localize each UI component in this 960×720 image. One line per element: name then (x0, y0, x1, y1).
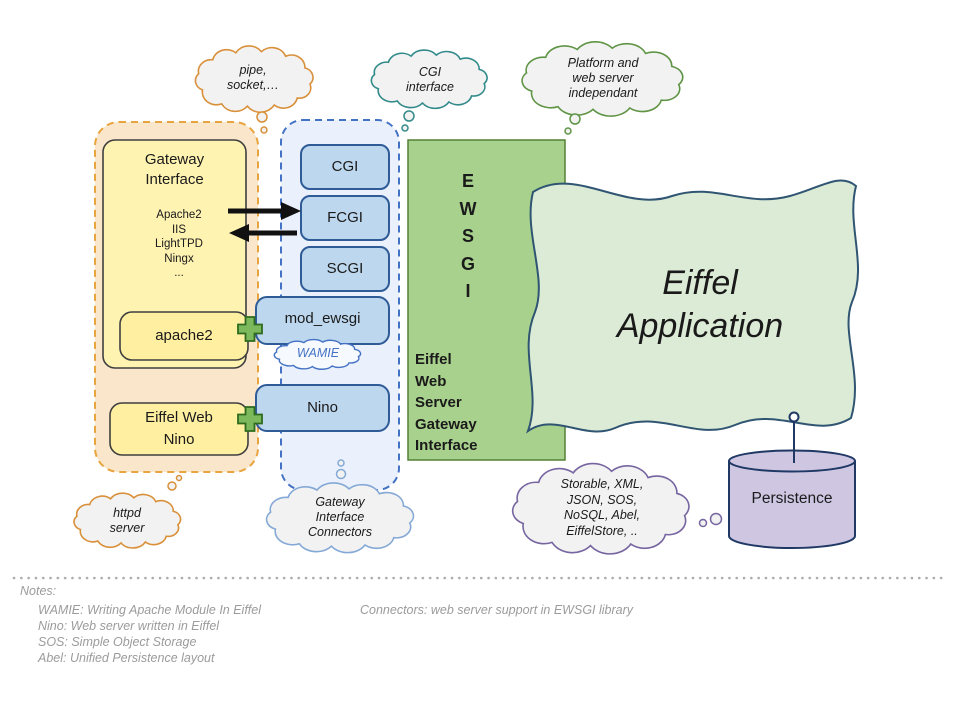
persistence-pin-icon (788, 411, 800, 463)
httpd-cloud-label: httpd server (109, 506, 145, 535)
nino-box (255, 384, 390, 432)
persistence-label: Persistence (751, 490, 833, 507)
fcgi-box-label: FCGI (327, 209, 363, 226)
eiffel-web-nino-label: Eiffel Web Nino (145, 409, 213, 448)
pipe-socket-bubble-trail (256, 111, 268, 134)
note-line-abel: Abel: Unified Persistence layout (38, 651, 215, 665)
response-arrow-left-icon (229, 224, 297, 242)
request-arrow-right-icon (228, 202, 301, 220)
cgi-interface-cloud-label: CGI interface (406, 65, 454, 94)
httpd-bubble-trail (167, 474, 183, 491)
gateway-server-list: Apache2 IIS LightTPD Ningx ... (155, 209, 203, 279)
note-line-wamie: WAMIE: Writing Apache Module In Eiffel (38, 603, 262, 617)
apache2-label: apache2 (155, 327, 213, 344)
note-line-nino: Nino: Web server written in Eiffel (38, 619, 220, 633)
cgi-box-label: CGI (331, 158, 359, 175)
wamie-cloud-label: WAMIE (296, 346, 340, 360)
cgi-bubble-trail (401, 110, 415, 132)
storable-cloud-label: Storable, XML, JSON, SOS, NoSQL, Abel, E… (560, 477, 644, 538)
gateway-interface-box (102, 139, 247, 369)
note-line-sos: SOS: Simple Object Storage (38, 635, 197, 649)
storable-bubble-trail (698, 512, 723, 528)
platform-bubble-trail (564, 113, 581, 135)
nino-box-label: Nino (307, 399, 338, 416)
eiffel-application-shape (525, 179, 859, 434)
ewsgi-acronym: E W S G I (459, 171, 477, 301)
platform-cloud-label: Platform and web server independant (567, 56, 639, 100)
connectors-bubble-trail (335, 459, 347, 480)
note-connectors: Connectors: web server support in EWSGI … (360, 603, 634, 617)
scgi-box (300, 246, 390, 292)
fcgi-box (300, 195, 390, 241)
mod-ewsgi-box-label: mod_ewsgi (284, 310, 361, 327)
persistence-cylinder-top (728, 449, 856, 473)
pipe-socket-cloud-label: pipe, socket,… (226, 63, 280, 92)
scgi-box-label: SCGI (326, 260, 364, 277)
gateway-connectors-cloud-label: Gateway Interface Connectors (308, 495, 372, 539)
persistence-cylinder (728, 461, 856, 550)
ewsgi-full-name: Eiffel Web Server Gateway Interface (415, 351, 478, 454)
gateway-interface-title: Gateway Interface (144, 151, 205, 188)
cgi-box (300, 144, 390, 190)
notes-title: Notes: (20, 584, 57, 598)
eiffel-application-title: Eiffel Application (616, 264, 784, 345)
